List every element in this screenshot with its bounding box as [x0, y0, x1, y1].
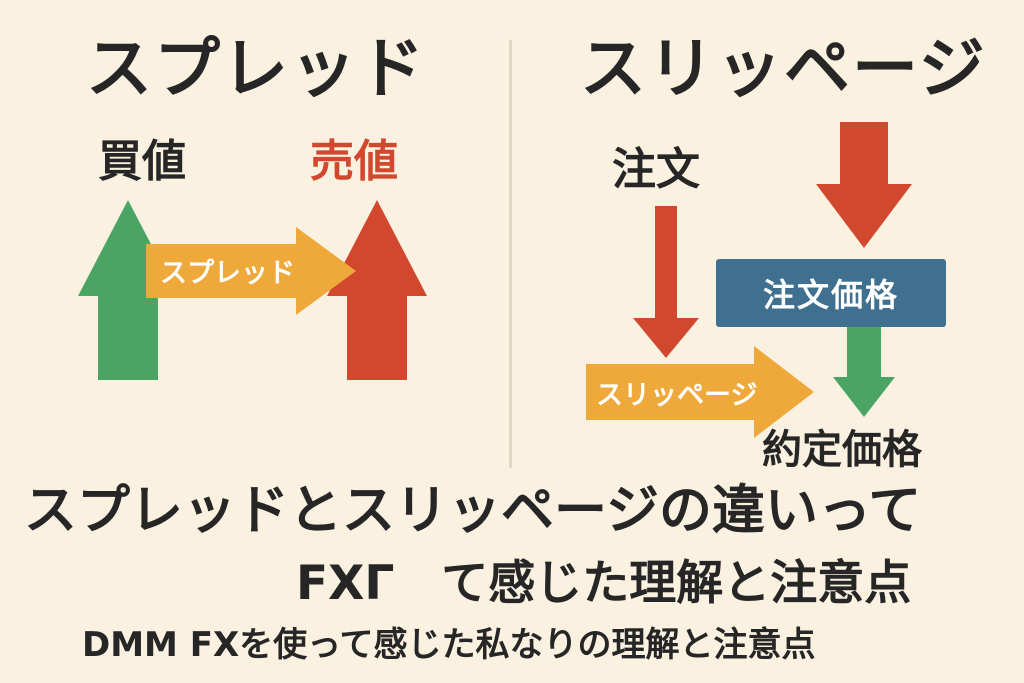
order-price-box: 注文価格 — [716, 259, 946, 327]
spread-arrow-label: スプレッド — [160, 258, 295, 289]
slippage-heading: スリッページ — [580, 30, 987, 107]
title-line-1: スプレッドとスリッページの違いって — [24, 480, 922, 541]
order-down-arrow — [633, 206, 699, 358]
executed-price-label: 約定価格 — [762, 427, 922, 473]
buy-price-label: 買値 — [98, 136, 186, 187]
price-down-arrow — [816, 122, 912, 248]
executed-down-arrow — [833, 327, 895, 417]
panel-divider — [509, 40, 512, 468]
sell-price-label: 売値 — [310, 136, 398, 187]
order-label: 注文 — [612, 144, 700, 195]
buy-up-arrow — [78, 200, 178, 380]
slippage-right-arrow: スリッページ — [586, 346, 814, 438]
title-line-2: FXΓ て感じた理解と注意点 — [296, 556, 912, 611]
slippage-arrow-label: スリッページ — [596, 380, 757, 411]
spread-heading: スプレッド — [86, 30, 426, 107]
spread-right-arrow: スプレッド — [146, 227, 356, 315]
sell-up-arrow — [327, 200, 427, 380]
title-line-3: DMM FXを使って感じた私なりの理解と注意点 — [82, 625, 816, 665]
